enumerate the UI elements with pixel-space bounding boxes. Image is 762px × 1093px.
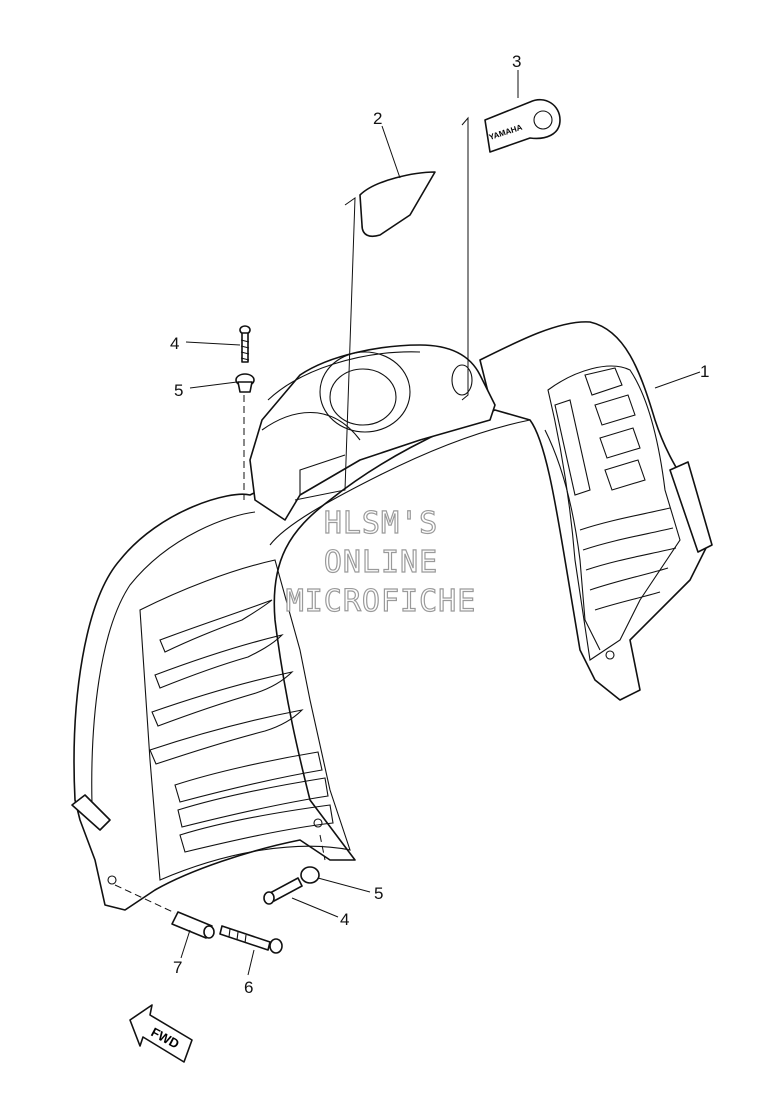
callout-4-bottom: 4 bbox=[340, 910, 349, 929]
watermark: HLSM'S ONLINE MICROFICHE bbox=[285, 505, 477, 619]
grommet-top bbox=[235, 373, 255, 393]
callout-5-bottom: 5 bbox=[374, 884, 383, 903]
callout-4-top: 4 bbox=[170, 334, 179, 353]
cover-panel-part-2 bbox=[359, 171, 436, 238]
callout-6: 6 bbox=[244, 978, 253, 997]
inner-cover-part bbox=[71, 321, 713, 911]
bolt-long bbox=[219, 925, 283, 954]
callout-3: 3 bbox=[512, 52, 521, 71]
callout-5-top: 5 bbox=[174, 381, 183, 400]
forward-arrow-icon: FWD bbox=[129, 1004, 193, 1063]
callout-7: 7 bbox=[173, 958, 182, 977]
emblem-part-3: YAMAHA bbox=[484, 98, 561, 153]
spacer-collar bbox=[171, 911, 215, 939]
watermark-line-1: HLSM'S bbox=[324, 506, 438, 541]
watermark-line-2: ONLINE bbox=[324, 545, 438, 580]
watermark-line-3: MICROFICHE bbox=[286, 584, 477, 619]
callout-1: 1 bbox=[700, 362, 709, 381]
callout-2: 2 bbox=[373, 109, 382, 128]
screw-bottom bbox=[263, 877, 303, 905]
washer-bottom bbox=[300, 866, 320, 884]
screw-top bbox=[239, 325, 251, 363]
